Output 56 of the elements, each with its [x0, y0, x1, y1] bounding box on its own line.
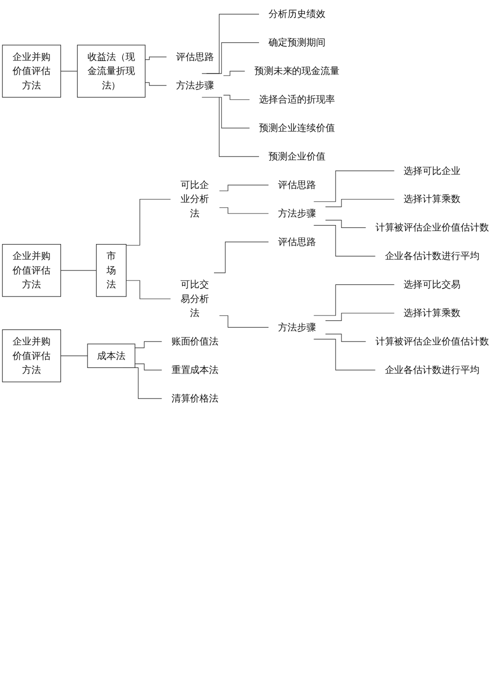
node-text: 评估思路 [278, 236, 316, 248]
node-text: 计算被评估企业价值估计数 [375, 222, 490, 234]
connector [325, 220, 366, 228]
connector [206, 42, 260, 74]
node-text: 选择合适的折现率 [259, 94, 335, 105]
node-text: 方法步骤 [278, 208, 316, 219]
node-text: 选择可比企业 [404, 164, 461, 176]
node-text: 方法步骤 [278, 321, 316, 333]
connector [325, 312, 395, 321]
connector [314, 284, 395, 316]
connector [219, 207, 269, 214]
connector [314, 225, 376, 256]
node-text: 企业各估计数进行平均 [384, 364, 480, 376]
node-box [2, 329, 62, 382]
node-text: 预测企业连续价值 [259, 122, 335, 134]
node-text: 预测未来的现金流量 [254, 65, 340, 76]
node-text: 选择计算乘数 [404, 193, 461, 205]
node-text: 选择计算乘数 [404, 307, 461, 318]
node-text: 重置成本法 [171, 364, 219, 376]
node-box [2, 44, 62, 98]
connector [214, 242, 269, 274]
node-text: 计算被评估企业价值估计数 [375, 336, 490, 347]
node-text: 清算价格法 [171, 392, 219, 404]
node-text: 企业各估计数进行平均 [384, 250, 480, 262]
connector [219, 184, 269, 192]
connector [325, 334, 366, 342]
connector [134, 364, 162, 370]
connector [126, 198, 171, 246]
connector [223, 94, 250, 100]
connector [314, 338, 376, 370]
node-text: 预测企业价值 [268, 150, 326, 162]
connector [60, 70, 78, 72]
node-text: 分析历史绩效 [268, 8, 326, 20]
connector [219, 315, 269, 328]
node-text: 选择可比交易 [404, 278, 461, 290]
node-box [2, 244, 62, 297]
connector [202, 14, 260, 74]
connector [144, 82, 167, 86]
connector [134, 341, 162, 348]
connector [60, 270, 97, 271]
node-text: 账面价值法 [171, 336, 219, 347]
node-text: 可比企业分析法 [180, 179, 210, 219]
node-text: 方法步骤 [176, 79, 214, 91]
connector [314, 170, 395, 202]
node-box [96, 244, 126, 297]
connector [325, 198, 395, 208]
node-text: 可比交易分析法 [180, 278, 210, 318]
node-box [77, 44, 146, 98]
node-text: 评估思路 [176, 51, 214, 62]
connector [202, 96, 260, 157]
connector [126, 280, 171, 300]
node-text: 确定预测期间 [268, 36, 326, 48]
node-text: 评估思路 [278, 179, 316, 190]
connector [144, 56, 167, 60]
node-box [87, 344, 136, 368]
connector [223, 70, 246, 76]
